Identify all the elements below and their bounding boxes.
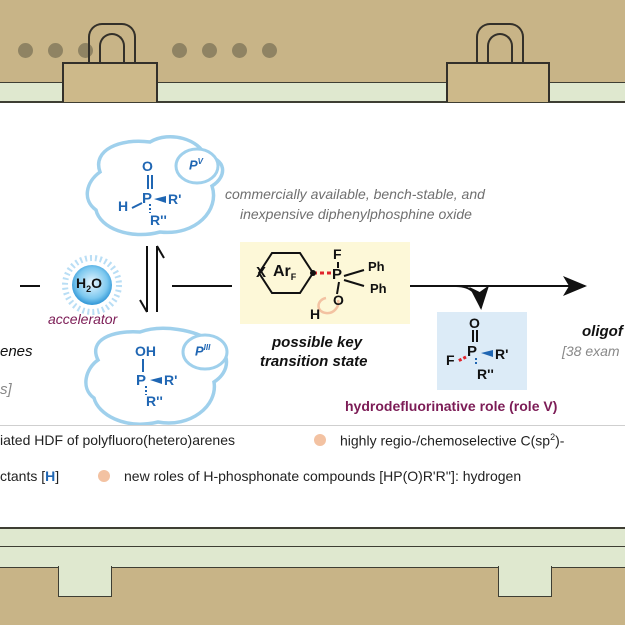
product-fluorine: F [446,352,455,368]
ts-caption-2: transition state [260,353,368,370]
legend-item-selective: highly regio-/chemoselective C(sp2)- [340,432,565,449]
right-cut-examples: [38 exam [562,343,620,359]
legend-item-reactants: ctants [H] [0,468,60,484]
pv-oxygen: O [142,158,153,174]
product-phosphorus: P [467,343,478,360]
ts-arf: ArF [273,263,297,283]
branch-arrow [455,285,490,310]
pv-bubble [85,134,225,237]
product-r1: R' [495,346,509,362]
bottom-foot [498,566,552,597]
divider [0,425,625,426]
left-cut-text: enes [0,343,33,360]
decor-dot [48,43,63,58]
description-line-2: inexpensive diphenylphosphine oxide [240,206,472,222]
decor-dot [172,43,187,58]
ts-oxygen: O [333,292,344,308]
piii-r1: R' [164,372,178,388]
bottom-rail-2 [0,546,625,568]
clamp-handle-inner [99,33,125,67]
product-oxygen: O [469,315,480,331]
decor-dot [202,43,217,58]
pv-badge: PV [189,157,204,173]
ts-highlight [240,242,410,324]
ts-hydrogen: H [310,306,321,322]
clamp-handle [88,23,136,67]
ts-x: X [256,264,267,281]
legend-item-hdf: iated HDF of polyfluoro(hetero)arenes [0,432,236,448]
clamp-handle [476,23,524,67]
ts-phosphorus: P [332,266,343,283]
pv-r2: R'' [150,212,167,228]
pv-r1: R' [168,191,182,207]
legend-bullet [98,470,110,482]
right-cut-product: oligof [582,323,623,340]
piii-bubble [84,326,229,426]
water-formula: H2O [76,275,103,294]
decor-dot [262,43,277,58]
ts-ph-2: Ph [370,281,387,296]
ts-caption-1: possible key [272,334,363,351]
decor-dot [18,43,33,58]
product-highlight [437,312,527,390]
left-cut-bracket: s] [0,381,12,398]
bottom-foot [58,566,112,597]
description-line-1: commercially available, bench-stable, an… [225,186,485,202]
legend-bullet [314,434,326,446]
piii-hydroxyl: OH [135,343,156,359]
accelerator-label: accelerator [48,311,118,327]
water-droplet [62,255,122,315]
piii-badge: PIII [195,343,211,359]
pv-phosphorus: P [142,190,153,207]
clamp-handle-inner [487,33,513,67]
product-r2: R'' [477,366,494,382]
legend-item-new-roles: new roles of H-phosphonate compounds [HP… [124,468,522,484]
ts-ph-1: Ph [368,259,385,274]
piii-r2: R'' [146,393,163,409]
ts-fluorine: F [333,246,342,262]
pv-hydrogen: H [118,198,129,214]
piii-phosphorus: P [136,372,147,389]
role-label: hydrodefluorinative role (role V) [345,398,558,414]
decor-dot [232,43,247,58]
